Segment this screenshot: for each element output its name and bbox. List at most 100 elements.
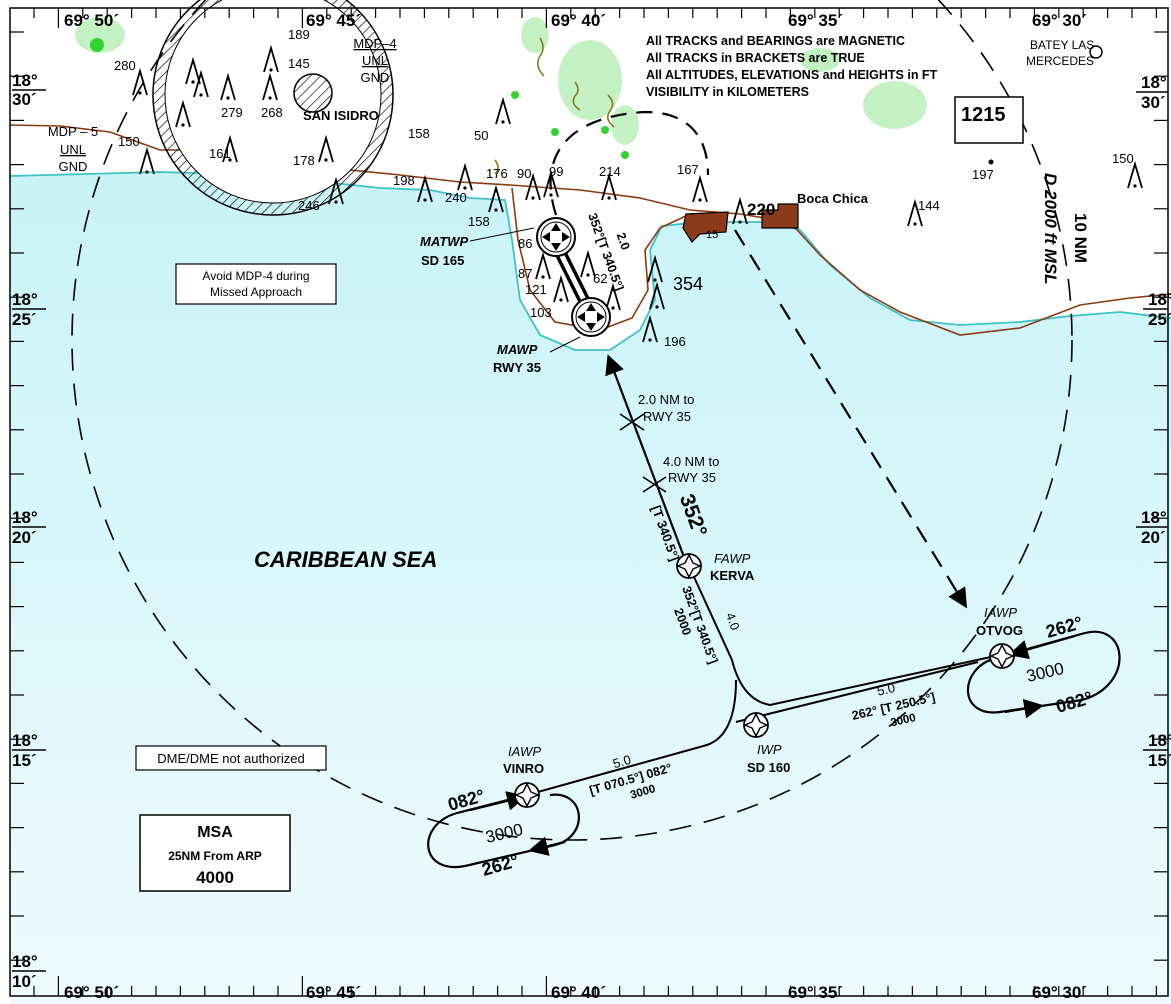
avoid-line-2: Missed Approach <box>210 285 302 299</box>
max-elevation-value: 1215 <box>961 104 1006 126</box>
max-elevation-box <box>954 96 1024 144</box>
elev-197: 197 <box>972 167 994 182</box>
obstacle-symbol <box>601 175 617 201</box>
matwp-name: SD 165 <box>421 253 464 268</box>
dme-box <box>135 745 327 771</box>
obstacle-symbol <box>132 70 148 96</box>
lat-20-min-right: 20´ <box>1141 528 1166 547</box>
west-leg <box>526 679 737 796</box>
tick-marks <box>10 8 1168 996</box>
dme-arc-altitude: D 2000 ft MSL <box>1041 173 1060 284</box>
inter-dist: 4.0 <box>723 611 742 632</box>
lat-25-deg: 18° <box>12 290 38 309</box>
fawp-name: KERVA <box>710 568 755 583</box>
elev-198: 198 <box>393 173 415 188</box>
boca-chica-label: Boca Chica <box>797 191 869 206</box>
iawp-otvog-type: IAWP <box>984 605 1017 620</box>
lat-10-deg: 18° <box>12 952 38 971</box>
matwp-type: MATWP <box>420 234 468 249</box>
hold-west-outbound-arrow <box>528 836 566 856</box>
fawp-type: FAWP <box>714 551 751 566</box>
elev-86: 86 <box>518 236 532 251</box>
map-frame <box>9 7 1169 997</box>
missed-approach-path <box>549 110 710 216</box>
lon-bottom-2: 69° 45´ <box>306 983 361 1002</box>
vegetation-dense <box>90 38 629 159</box>
batey-marker <box>1089 45 1103 59</box>
elev-161: 161 <box>209 146 231 161</box>
msa-radius: 25NM From ARP <box>168 849 262 863</box>
dme-arc-circle <box>71 0 1073 841</box>
transition-dashed-path <box>734 229 968 609</box>
lon-bottom-4: 69° 35´ <box>788 983 843 1002</box>
hold-east-outbound-arrow <box>1004 698 1044 719</box>
elev-354: 354 <box>673 274 703 294</box>
lat-15-deg-right: 18° <box>1148 731 1171 750</box>
fix4-line-1: 4.0 NM to <box>663 454 719 469</box>
note-1: All TRACKS and BEARINGS are MAGNETIC <box>646 34 905 48</box>
batey-line-2: MERCEDES <box>1026 54 1094 68</box>
lon-bottom-1: 69° 50´ <box>64 983 119 1002</box>
note-3: All ALTITUDES, ELEVATIONS and HEIGHTS in… <box>646 68 938 82</box>
elev-50: 50 <box>474 128 488 143</box>
mdp5-name: MDP – 5 <box>48 124 98 139</box>
lat-30-deg-right: 18° <box>1141 73 1167 92</box>
mawp-symbol[interactable] <box>571 297 611 337</box>
east-leg-dist: 5.0 <box>875 680 896 699</box>
iawp-otvog-name: OTVOG <box>976 623 1023 638</box>
lon-top-4: 69° 35´ <box>788 11 843 30</box>
avoid-box <box>175 263 337 305</box>
iawp-otvog-symbol[interactable] <box>989 643 1015 669</box>
airport-boundary <box>511 187 691 331</box>
lat-30-min: 30´ <box>12 90 37 109</box>
lon-bottom-3: 69° 40´ <box>551 983 606 1002</box>
iawp-vinro-type: IAWP <box>508 744 541 759</box>
fix4-line-2: RWY 35 <box>668 470 716 485</box>
elev-150: 150 <box>118 134 140 149</box>
elev-167: 167 <box>677 162 699 177</box>
lat-10-min: 10´ <box>12 972 37 991</box>
lat-25-min: 25´ <box>12 310 37 329</box>
avoid-line-1: Avoid MDP-4 during <box>202 269 309 283</box>
elev-103: 103 <box>530 305 552 320</box>
lat-25-min-right: 25´ <box>1148 310 1171 329</box>
elev-15: 15 <box>706 229 718 241</box>
shoreline <box>9 171 1171 351</box>
dme-arc-distance: 10 NM <box>1071 213 1090 263</box>
batey-line-1: BATEY LAS <box>1030 38 1094 52</box>
matwp-symbol[interactable] <box>536 217 576 257</box>
fix2-line-1: 2.0 NM to <box>638 392 694 407</box>
spot-197-dot <box>988 159 994 165</box>
stepdown-fixes <box>619 413 667 493</box>
elev-121: 121 <box>525 282 547 297</box>
mawp-name: RWY 35 <box>493 360 541 375</box>
iwp-type: IWP <box>757 742 782 757</box>
iawp-vinro-symbol[interactable] <box>514 782 540 808</box>
elev-279: 279 <box>221 105 243 120</box>
iwp-symbol[interactable] <box>743 712 769 738</box>
elev-150b: 150 <box>1112 151 1134 166</box>
mdp4-upper: UNL <box>362 53 388 68</box>
lat-15-min: 15´ <box>12 751 37 770</box>
iawp-vinro-name: VINRO <box>503 761 544 776</box>
mawp-leader <box>549 336 581 353</box>
elev-62: 62 <box>593 271 607 286</box>
intermediate-leg <box>688 565 1001 707</box>
missed-dist: 2.0 <box>614 231 633 252</box>
hold-east-inbound-arrow <box>1008 634 1076 660</box>
obstacle-symbol <box>732 199 748 225</box>
msa-altitude: 4000 <box>196 868 234 887</box>
elev-189: 189 <box>288 27 310 42</box>
elev-144: 144 <box>918 198 940 213</box>
obstacle-symbol <box>692 177 708 203</box>
west-leg-dist: 5.0 <box>611 752 633 771</box>
note-2: All TRACKS in BRACKETS are TRUE <box>646 51 865 65</box>
msa-box <box>139 814 291 892</box>
lon-top-3: 69° 40´ <box>551 11 606 30</box>
lat-30-deg: 18° <box>12 71 38 90</box>
lon-bottom-5: 69° 30´ <box>1032 983 1087 1002</box>
rivers <box>494 37 615 175</box>
mdp4-lower: GND <box>361 70 390 85</box>
elev-158: 158 <box>408 126 430 141</box>
elev-158b: 158 <box>468 214 490 229</box>
